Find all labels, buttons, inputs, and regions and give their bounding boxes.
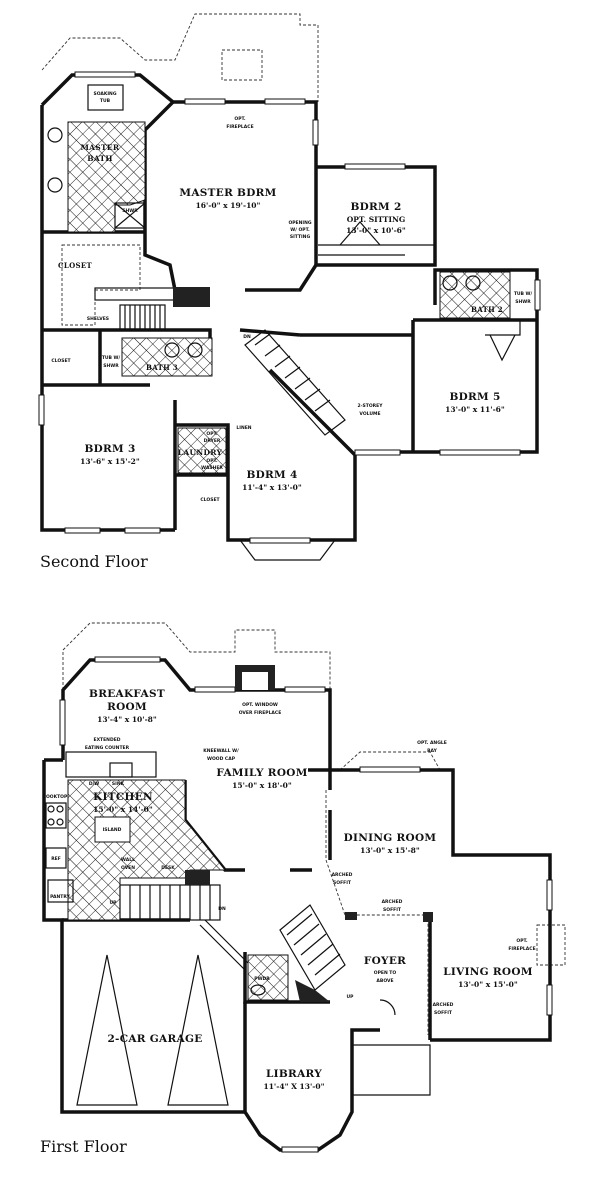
sink-label: SINK [112,781,125,787]
library-label: LIBRARY [266,1068,322,1080]
arched-soffit-a-label-2: SOFFIT [333,880,352,886]
master-bath-label: MASTER [81,143,120,152]
volume-label-2: VOLUME [359,411,380,417]
opt-dryer-label-2: DRYER [204,438,221,444]
second-floor-labels: SOAKING TUB OPT. FIREPLACE MASTER BATH S… [40,91,533,571]
opt-angle-bay-label: OPT. ANGLE [417,740,447,746]
closet-master-label: CLOSET [58,261,92,270]
tub-shwr-label: TUB W/ [102,355,121,361]
dining-room-dims: 13'-0" x 15'-8" [360,846,420,855]
soaking-tub-label-2: TUB [100,98,111,104]
kitchen-label: KITCHEN [93,791,153,803]
breakfast-dims: 13'-4" x 10'-8" [97,715,157,724]
stair-back [119,870,221,921]
first-floor-labels: BREAKFAST ROOM 13'-4" x 10'-8" OPT. WIND… [40,688,536,1156]
master-bdrm-dims: 16'-0" x 19'-10" [196,201,261,210]
soaking-tub-label: SOAKING [93,91,116,97]
up-back-label: UP [110,900,118,906]
bath3-label: BATH 3 [146,363,178,372]
closet-b3-label: CLOSET [51,358,71,364]
shelves-label: SHELVES [87,316,109,322]
bdrm4-dims: 11'-4" x 13'-0" [242,483,302,492]
kneewall-label: KNEEWALL W/ [203,748,239,754]
cooktop-label: COOKTOP [43,794,68,800]
shwr-label: SHWR [122,208,138,214]
island-label: ISLAND [103,827,122,833]
master-bath-label-2: BATH [87,154,113,163]
foyer-sub-2: ABOVE [376,978,393,984]
stair-main-upper [244,329,346,436]
garage-label: 2-CAR GARAGE [107,1033,202,1045]
dw-label: D/W [89,781,99,787]
opt-fireplace-first-label-2: FIREPLACE [508,946,535,952]
bdrm5-label: BDRM 5 [449,391,500,403]
bdrm3-dims: 13'-6" x 15'-2" [80,457,140,466]
up-label: UP [347,994,355,1000]
dining-room-label: DINING ROOM [344,832,437,844]
first-floor-plan [42,622,566,1153]
linen-label: LINEN [236,425,251,431]
opening-label: OPENING [288,220,311,226]
opt-window-label: OPT. WINDOW [242,702,278,708]
opt-dryer-label: OPT. [206,431,218,437]
opt-fireplace-first-label: OPT. [516,938,528,944]
dn-label-first: DN [218,906,226,912]
dn-label: DN [243,334,251,340]
bdrm2-sub: OPT. SITTING [347,215,406,224]
bdrm2-dims: 13'-0" x 10'-6" [346,226,406,235]
bdrm3-label: BDRM 3 [84,443,135,455]
bath2-label: BATH 2 [471,305,503,314]
family-room-dims: 15'-0" x 18'-0" [232,781,292,790]
opt-washer-label: OPT. [206,458,218,464]
opening-label-2: W/ OPT. [290,227,310,233]
foyer-label: FOYER [364,955,406,967]
tub-shwr-label-2: SHWR [103,363,119,369]
opt-washer-label-2: WASHER [201,465,223,471]
library-dims: 11'-4" X 13'-0" [264,1082,325,1091]
closet-laundry-label: CLOSET [200,497,220,503]
desk-label: DESK [161,865,175,871]
kitchen-dims: 15'-0" x 14'-0" [93,805,153,814]
tub-shwr-b2-label-2: SHWR [515,299,531,305]
pwdr-label: PWDR [254,976,270,982]
stair-upper [119,304,166,331]
bdrm4-label: BDRM 4 [246,469,297,481]
second-floor-plan [38,13,541,561]
volume-label: 2-STOREY [358,403,384,409]
laundry-label: LAUNDRY [178,448,223,457]
living-room-label: LIVING ROOM [443,966,533,978]
ref-label: REF [51,856,61,862]
living-room-dims: 13'-0" x 15'-0" [458,980,518,989]
opening-label-3: SITTING [290,234,311,240]
eating-counter-label-2: EATING COUNTER [85,745,130,751]
wall-oven-label: WALL [121,857,135,863]
arched-soffit-b-label-2: SOFFIT [383,907,402,913]
breakfast-label: BREAKFAST [89,688,165,700]
opt-window-label-2: OVER FIREPLACE [239,710,282,716]
second-floor-caption: Second Floor [40,552,148,571]
first-floor-caption: First Floor [40,1137,127,1156]
bdrm5-dims: 13'-0" x 11'-6" [445,405,505,414]
eating-counter-label: EXTENDED [94,737,121,743]
arched-soffit-b-label: ARCHED [382,899,403,905]
wall-oven-label-2: OVEN [121,865,135,871]
pantry-label: PANTRY [50,894,70,900]
bdrm2-label: BDRM 2 [350,201,401,213]
opt-fireplace-label: OPT. [234,116,246,122]
foyer-sub: OPEN TO [374,970,397,976]
stair-foyer [279,904,346,1002]
master-bdrm-label: MASTER BDRM [179,187,276,199]
family-room-label: FAMILY ROOM [216,767,307,779]
arched-soffit-a-label: ARCHED [332,872,353,878]
breakfast-label-2: ROOM [107,701,147,713]
arched-soffit-c-label: ARCHED [433,1002,454,1008]
kneewall-label-2: WOOD CAP [207,756,236,762]
arched-soffit-c-label-2: SOFFIT [434,1010,453,1016]
opt-angle-bay-label-2: BAY [427,748,437,754]
tub-shwr-b2-label: TUB W/ [514,291,533,297]
opt-fireplace-label-2: FIREPLACE [226,124,253,130]
